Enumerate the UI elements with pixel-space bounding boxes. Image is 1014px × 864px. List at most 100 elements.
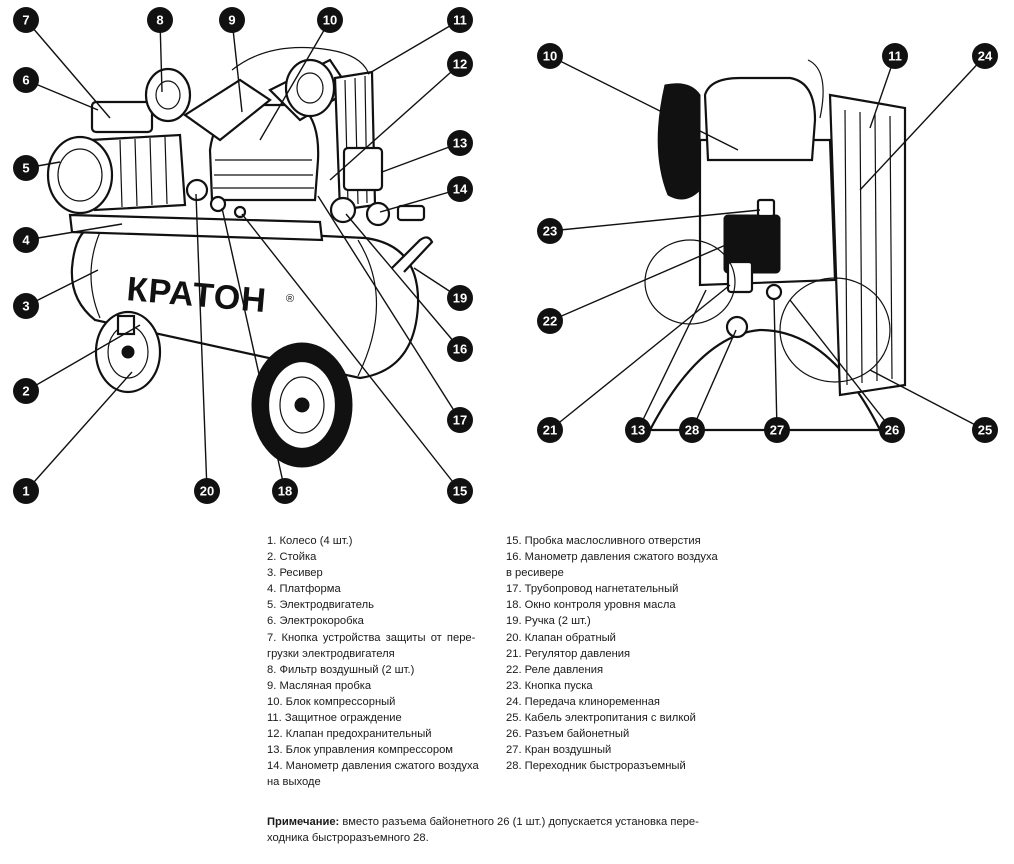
legend-item: 23. Кнопка пуска — [506, 679, 593, 692]
belt-guard-end — [828, 93, 907, 397]
quick-coupler-end — [725, 315, 749, 339]
callout-r27: 27 — [764, 417, 790, 443]
callout-11: 11 — [447, 7, 473, 33]
legend-item: 24. Передача клиноременная — [506, 695, 660, 708]
svg-text:10: 10 — [543, 49, 557, 64]
legend-right-column: 15. Пробка маслосливного отверстия 16. М… — [506, 533, 756, 774]
svg-text:23: 23 — [543, 224, 557, 239]
svg-text:12: 12 — [453, 57, 467, 72]
legend-item: 13. Блок управления компрессором — [267, 744, 453, 757]
legend-item: 21. Регулятор давления — [506, 647, 631, 660]
end-hose — [807, 59, 824, 119]
brand-mark: ® — [286, 293, 294, 305]
callout-r10: 10 — [537, 43, 563, 69]
legend-item: 16. Манометр давления сжатого воздуха — [506, 551, 718, 564]
outlet-gauge — [365, 201, 391, 227]
legend-item: 19. Ручка (2 шт.) — [506, 615, 591, 628]
svg-text:25: 25 — [978, 423, 992, 438]
note-line-1: вместо разъема байонетного 26 (1 шт.) до… — [339, 816, 699, 828]
svg-text:26: 26 — [885, 423, 899, 438]
legend-item: 14. Манометр давления сжатого воздуха — [267, 760, 479, 773]
pressure-switch — [342, 146, 384, 192]
callout-6: 6 — [13, 67, 39, 93]
callout-3: 3 — [13, 293, 39, 319]
check-valve — [185, 178, 209, 202]
legend-item: 15. Пробка маслосливного отверстия — [506, 535, 701, 547]
front-wheel — [94, 310, 162, 394]
note: Примечание: вместо разъема байонетного 2… — [267, 814, 737, 846]
compressor-side-view: КРАТОН ® — [25, 19, 461, 492]
legend-item: 8. Фильтр воздушный (2 шт.) — [267, 663, 415, 676]
legend-item: 17. Трубопровод нагнетательный — [506, 583, 679, 596]
electrical-box — [90, 100, 154, 134]
callout-20: 20 — [194, 478, 220, 504]
legend-item: 7. Кнопка устройства защиты от пере- — [267, 631, 476, 644]
svg-text:3: 3 — [22, 299, 29, 314]
power-cable-right — [779, 277, 891, 383]
legend-item: 9. Масляная пробка — [267, 679, 372, 692]
callout-r25: 25 — [972, 417, 998, 443]
svg-text:19: 19 — [453, 291, 467, 306]
air-tap — [765, 283, 783, 301]
callout-r13: 13 — [625, 417, 651, 443]
svg-text:2: 2 — [22, 384, 29, 399]
callout-16: 16 — [447, 336, 473, 362]
compressor-diagram: КРАТОН ® — [13, 7, 998, 504]
svg-text:17: 17 — [453, 413, 467, 428]
legend-item: 10. Блок компрессорный — [267, 695, 396, 708]
svg-text:1: 1 — [22, 484, 29, 499]
legend-item: 26. Разъем байонетный — [506, 728, 630, 741]
callout-2: 2 — [13, 378, 39, 404]
legend-item: 28. Переходник быстроразъемный — [506, 760, 686, 773]
svg-text:5: 5 — [22, 161, 29, 176]
svg-text:15: 15 — [453, 484, 467, 499]
svg-text:11: 11 — [453, 13, 467, 28]
receiver-gauge — [329, 196, 357, 224]
compressor-head — [703, 76, 817, 162]
callout-15: 15 — [447, 478, 473, 504]
start-button — [756, 198, 776, 218]
svg-text:8: 8 — [156, 13, 163, 28]
legend-item: 20. Клапан обратный — [506, 631, 616, 644]
pressure-regulator — [726, 260, 754, 294]
callout-9: 9 — [219, 7, 245, 33]
callout-1: 1 — [13, 478, 39, 504]
electric-motor — [46, 133, 187, 215]
callout-13: 13 — [447, 130, 473, 156]
legend-item: 25. Кабель электропитания с вилкой — [506, 712, 696, 725]
svg-text:13: 13 — [631, 423, 645, 438]
legend-item: грузки электродвигателя — [267, 647, 395, 660]
callout-14: 14 — [447, 176, 473, 202]
legend-item: 18. Окно контроля уровня масла — [506, 599, 676, 612]
platform — [68, 213, 324, 242]
rear-wheel — [251, 342, 353, 468]
legend-item: 4. Платформа — [267, 583, 341, 596]
callout-12: 12 — [447, 51, 473, 77]
legend-left-column: 1. Колесо (4 шт.) 2. Стойка 3. Ресивер 4… — [267, 533, 497, 791]
svg-text:27: 27 — [770, 423, 784, 438]
callout-17: 17 — [447, 407, 473, 433]
legend-item: 2. Стойка — [267, 551, 317, 564]
oil-sight-window — [209, 195, 227, 213]
callout-7: 7 — [13, 7, 39, 33]
svg-text:13: 13 — [453, 136, 467, 151]
air-filter-left — [144, 67, 192, 123]
air-filter-right — [284, 58, 336, 118]
svg-text:20: 20 — [200, 484, 214, 499]
callout-r24: 24 — [972, 43, 998, 69]
legend-item: 3. Ресивер — [267, 567, 323, 580]
callout-10: 10 — [317, 7, 343, 33]
compressor-end-view — [549, 55, 986, 432]
callout-r26: 26 — [879, 417, 905, 443]
svg-text:9: 9 — [228, 13, 235, 28]
svg-text:10: 10 — [323, 13, 337, 28]
svg-text:22: 22 — [543, 314, 557, 329]
legend-item: 27. Кран воздушный — [506, 744, 612, 757]
tank-handle — [391, 236, 434, 273]
svg-text:28: 28 — [685, 423, 699, 438]
note-line-2: ходника быстроразъемного 28. — [267, 832, 429, 845]
svg-text:24: 24 — [978, 49, 993, 64]
callout-19: 19 — [447, 285, 473, 311]
callout-r21: 21 — [537, 417, 563, 443]
callout-18: 18 — [272, 478, 298, 504]
